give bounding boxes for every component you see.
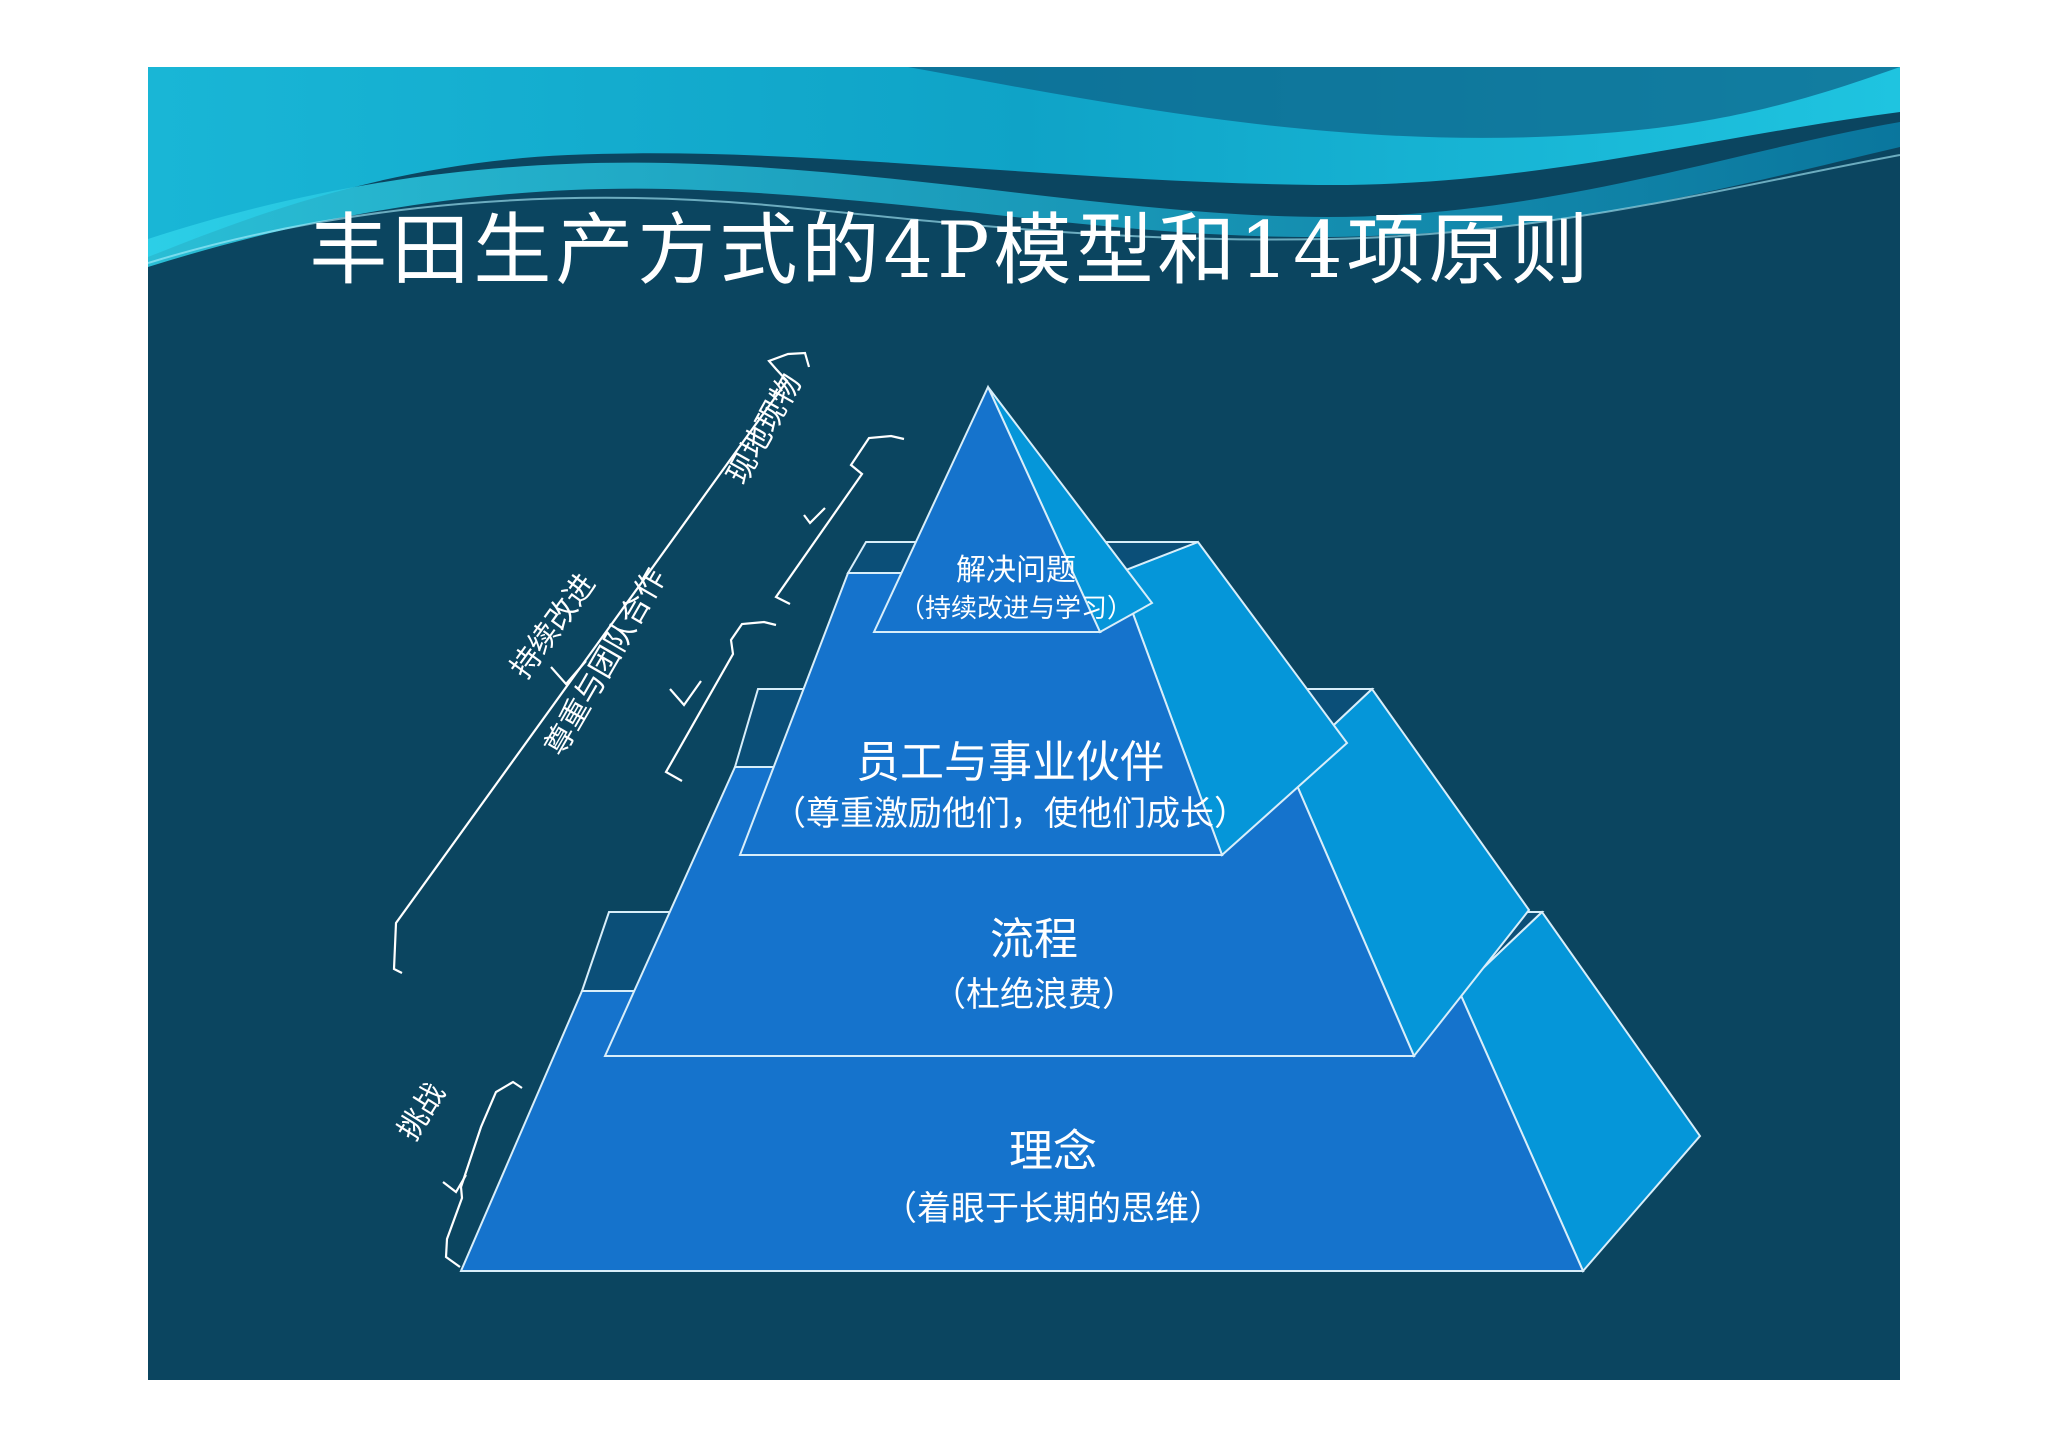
bracket-challenge-label: 挑战 <box>391 1077 452 1146</box>
level-process-title: 流程 <box>990 914 1078 965</box>
level-philosophy-title: 理念 <box>1009 1126 1097 1177</box>
slide: 丰田生产方式的4P模型和14项原则 理念 （着眼于长期的思维） 流程 （杜绝浪费… <box>148 67 1900 1380</box>
slide-title: 丰田生产方式的4P模型和14项原则 <box>309 206 1592 296</box>
level-process-subtitle: （杜绝浪费） <box>932 975 1136 1015</box>
level-problem-solving-subtitle: （持续改进与学习） <box>899 594 1133 624</box>
level-people-subtitle: （尊重激励他们，使他们成长） <box>772 794 1248 834</box>
level-philosophy-subtitle: （着眼于长期的思维） <box>883 1189 1223 1229</box>
level-people-title: 员工与事业伙伴 <box>856 737 1164 788</box>
pyramid-level-problem-solving: 解决问题 （持续改进与学习） <box>874 387 1152 632</box>
bracket-genchi-genbutsu-label: 现地现物 <box>720 368 809 490</box>
pyramid-diagram: 丰田生产方式的4P模型和14项原则 理念 （着眼于长期的思维） 流程 （杜绝浪费… <box>148 67 1900 1380</box>
level-problem-solving-title: 解决问题 <box>956 553 1076 588</box>
